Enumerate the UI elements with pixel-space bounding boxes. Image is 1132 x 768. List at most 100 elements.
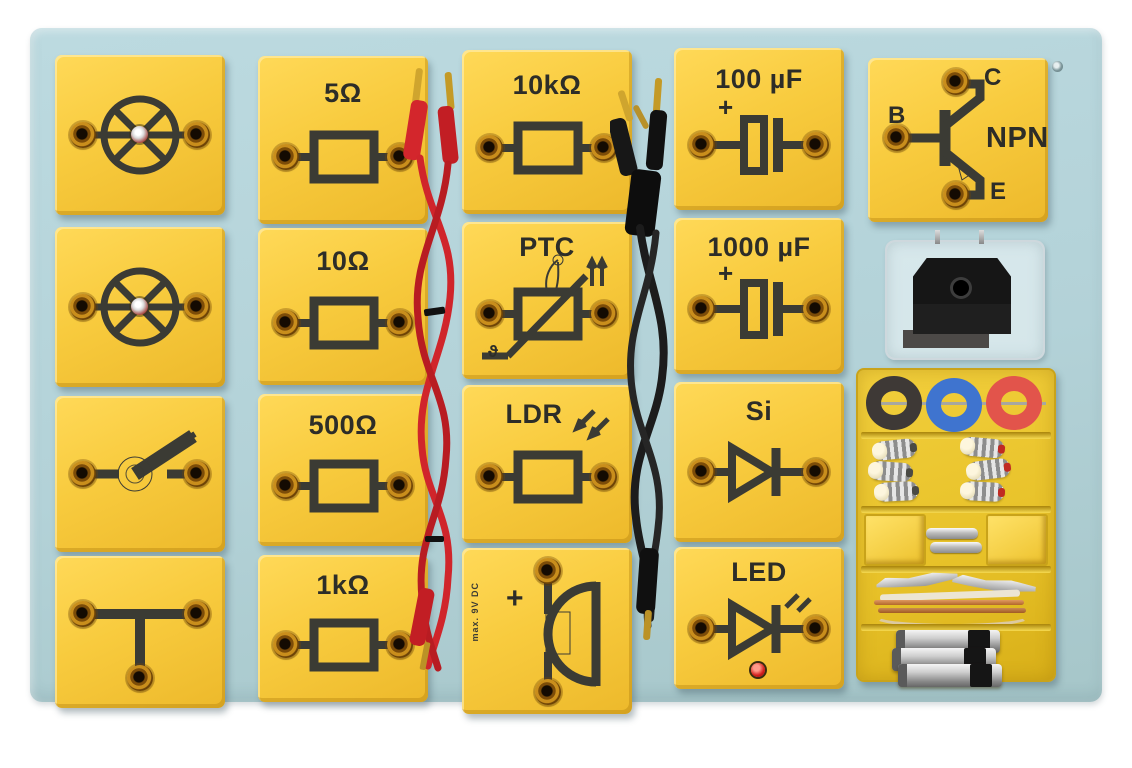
block-capacitor-100uf: 100 µF +: [674, 48, 844, 210]
socket: [689, 459, 715, 485]
block-label: LED: [731, 557, 787, 587]
toroid-red: [986, 376, 1042, 430]
socket: [70, 461, 96, 487]
light-arrows-icon: [572, 409, 610, 441]
copper-rod: [874, 600, 1024, 605]
tray-divider: [861, 566, 1051, 573]
socket: [387, 473, 413, 499]
emission-arrows-icon: [784, 593, 812, 613]
black-part-base: [903, 330, 989, 348]
emitter-arrow: [955, 156, 975, 181]
tray-divider: [861, 432, 1051, 439]
block-speaker: + max. 9V DC: [462, 548, 632, 714]
toroid-blue: [926, 378, 982, 432]
block-label: Si: [745, 396, 773, 426]
banana-plug-gold-tip: [617, 78, 663, 129]
socket: [803, 459, 829, 485]
socket: [477, 301, 503, 327]
socket: [803, 296, 829, 322]
block-capacitor-1000uf: 1000 µF +: [674, 218, 844, 374]
screw-bulb: [871, 437, 918, 462]
block-label: 5Ω: [324, 78, 362, 108]
socket: [184, 601, 210, 627]
socket: [70, 294, 96, 320]
plus-label: +: [506, 582, 524, 615]
socket: [70, 122, 96, 148]
toroid-black: [866, 376, 922, 430]
block-label: 100 µF: [715, 64, 803, 94]
socket: [184, 461, 210, 487]
pin-e-label: E: [990, 178, 1007, 205]
lamp-bulb: [131, 126, 148, 143]
socket: [689, 616, 715, 642]
screw-bulb: [965, 457, 1012, 482]
socket: [387, 310, 413, 336]
socket: [591, 464, 617, 490]
ldr-symbol: [490, 409, 610, 504]
up-arrows-icon: [586, 255, 608, 286]
screw-bulb: [867, 460, 914, 483]
banana-plug-body: [610, 109, 668, 237]
banana-plug-body: [403, 99, 459, 165]
block-label: LDR: [505, 399, 563, 429]
banana-plug-body: [409, 588, 435, 670]
banana-plug-body: [636, 547, 659, 641]
socket: [943, 182, 969, 208]
block-label: 10Ω: [316, 246, 370, 276]
banana-plug-gold-tip: [412, 68, 455, 110]
transistor-symbol: [904, 79, 985, 200]
block-resistor-500ohm: 500Ω: [258, 394, 428, 546]
block-ldr: LDR: [462, 385, 632, 543]
socket: [535, 558, 561, 584]
plus-label: +: [718, 92, 734, 122]
board-hole: [1052, 61, 1063, 72]
block-label: PTC: [519, 232, 575, 262]
fuse: [926, 528, 978, 539]
block-label: 1kΩ: [316, 570, 370, 600]
accessories-tray: [856, 368, 1056, 687]
black-part-face: [913, 304, 1011, 334]
block-lamp-1: [55, 55, 225, 215]
plus-label: +: [718, 258, 734, 288]
block-lamp-2: [55, 227, 225, 387]
fuse-holder: [864, 514, 926, 566]
battery-cell: [898, 664, 1002, 687]
part-pin: [979, 230, 984, 244]
battery-cell: [896, 630, 1000, 653]
block-label: 500Ω: [308, 410, 378, 440]
screw-bulb: [959, 480, 1006, 503]
tray-divider: [861, 506, 1051, 513]
block-npn-transistor: C B E NPN: [868, 58, 1048, 222]
ptc-component-bead: [552, 254, 564, 266]
socket: [884, 125, 910, 151]
fuse: [930, 542, 982, 553]
lamp-bulb: [131, 298, 148, 315]
part-pin: [935, 230, 940, 244]
socket: [70, 601, 96, 627]
socket: [803, 616, 829, 642]
socket: [127, 665, 153, 691]
socket: [273, 310, 299, 336]
block-led: LED: [674, 547, 844, 689]
socket: [273, 632, 299, 658]
red-banana-cables: [403, 68, 459, 672]
socket: [184, 294, 210, 320]
switch-lever: [117, 430, 197, 492]
socket: [477, 135, 503, 161]
screw-bulb: [959, 436, 1006, 459]
socket: [387, 632, 413, 658]
screw-bulb: [873, 480, 920, 503]
block-label: 1000 µF: [707, 232, 811, 262]
block-resistor-1kohm: 1kΩ: [258, 555, 428, 702]
socket: [535, 679, 561, 705]
theta-label: ϑ: [488, 342, 498, 361]
socket: [184, 122, 210, 148]
socket: [273, 144, 299, 170]
block-ptc: PTC ϑ: [462, 222, 632, 379]
led-indicator: [751, 663, 765, 677]
block-t-junction: [55, 556, 225, 708]
block-resistor-10kohm: 10kΩ: [462, 50, 632, 214]
block-resistor-10ohm: 10Ω: [258, 228, 428, 385]
black-banana-cables: [610, 78, 668, 641]
